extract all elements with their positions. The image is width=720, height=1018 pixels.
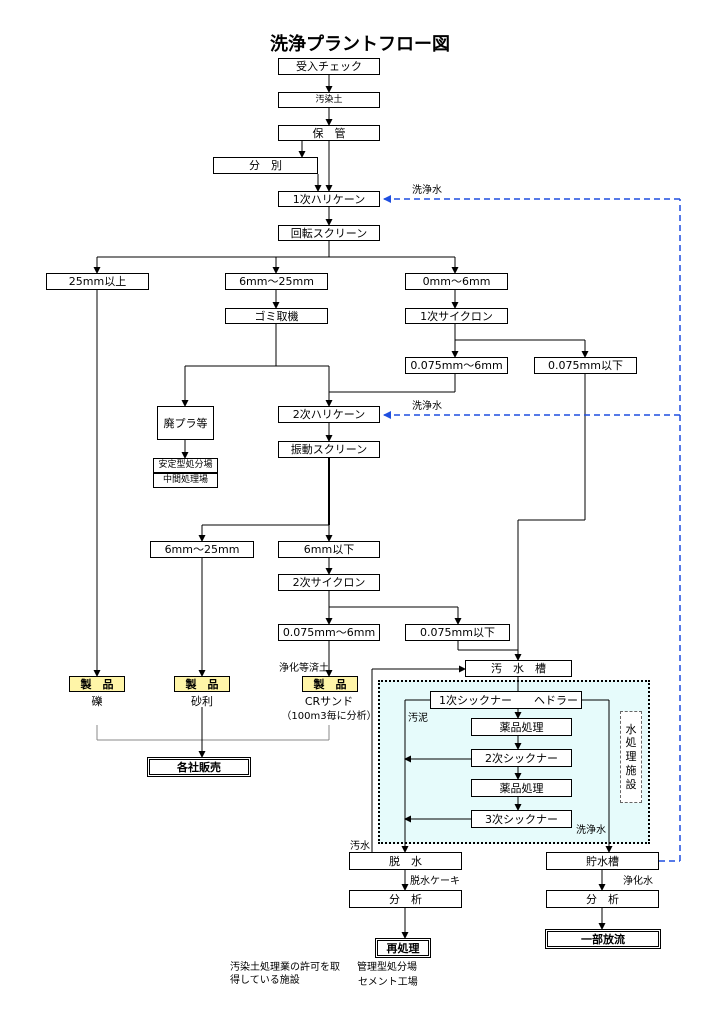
dehydrated-cake-label: 脱水ケーキ xyxy=(410,876,460,887)
chemical-treatment-1-box: 薬品処理 xyxy=(471,718,572,736)
cr-sand-label: CRサンド xyxy=(304,695,354,708)
diagram-title: 洗浄プラントフロー図 xyxy=(270,34,450,55)
under-0075mm-second-box: 0.075mm以下 xyxy=(405,624,510,641)
facility-char: 理 xyxy=(625,750,637,764)
licensed-facility-label-1: 汚染土処理業の許可を取 xyxy=(230,962,340,973)
purified-water-label: 浄化水 xyxy=(623,876,653,887)
facility-char: 設 xyxy=(625,777,637,791)
facility-char: 処 xyxy=(625,736,637,750)
thickener-3-box: 3次シックナー xyxy=(471,810,572,828)
sand-gravel-label: 砂利 xyxy=(191,695,213,708)
acceptance-check-box: 受入チェック xyxy=(278,58,380,75)
waste-plastic-box: 廃プラ等 xyxy=(157,406,214,440)
range-0075-6mm-second-box: 0.075mm〜6mm xyxy=(278,624,380,641)
storage-tank-box: 貯水槽 xyxy=(546,852,659,870)
storage-box: 保 管 xyxy=(278,125,380,141)
cyclone-1-box: 1次サイクロン xyxy=(405,308,508,324)
intermediate-facility-box: 中間処理場 xyxy=(153,473,218,488)
analysis-box-2: 分 析 xyxy=(546,890,659,908)
range-6-25mm-box: 6mm〜25mm xyxy=(225,273,328,290)
analysis-box-1: 分 析 xyxy=(349,890,462,908)
dirty-water-tank-box: 汚 水 槽 xyxy=(465,660,572,677)
rotary-screen-box: 回転スクリーン xyxy=(278,225,380,241)
stable-landfill-box: 安定型処分場 xyxy=(153,458,218,473)
company-sales-box: 各社販売 xyxy=(147,757,251,777)
product-box-cr-sand: 製 品 xyxy=(302,676,358,692)
facility-char: 水 xyxy=(625,722,637,736)
chemical-treatment-2-box: 薬品処理 xyxy=(471,779,572,797)
hurricane-2-box: 2次ハリケーン xyxy=(278,406,380,423)
range-0075-6mm-box: 0.075mm〜6mm xyxy=(405,357,508,374)
purified-soil-label: 浄化等済土 xyxy=(279,663,329,674)
range-0-6mm-box: 0mm〜6mm xyxy=(405,273,508,290)
dust-removal-box: ゴミ取機 xyxy=(225,308,328,324)
analysis-note-label: （100m3毎に分析） xyxy=(281,711,377,722)
managed-landfill-label: 管理型処分場 xyxy=(357,962,417,973)
range-6-25mm-second-box: 6mm〜25mm xyxy=(150,541,254,558)
sorting-box: 分 別 xyxy=(213,157,318,174)
water-treatment-facility-label: 水 処 理 施 設 xyxy=(620,711,642,803)
gravel-label: 礫 xyxy=(91,695,103,708)
partial-discharge-box: 一部放流 xyxy=(545,929,661,949)
under-0075mm-box: 0.075mm以下 xyxy=(534,357,637,374)
licensed-facility-label-2: 得している施設 xyxy=(230,975,300,986)
sludge-label: 汚泥 xyxy=(408,713,428,724)
reprocessing-box: 再処理 xyxy=(375,938,431,958)
cyclone-2-box: 2次サイクロン xyxy=(278,574,380,591)
facility-char: 施 xyxy=(625,763,637,777)
cement-plant-label: セメント工場 xyxy=(358,977,418,988)
hurricane-1-box: 1次ハリケーン xyxy=(278,191,380,207)
product-box-sand-gravel: 製 品 xyxy=(174,676,230,692)
wash-water-label-2: 洗浄水 xyxy=(412,401,442,412)
dehydration-box: 脱 水 xyxy=(349,852,462,870)
thickener-2-box: 2次シックナー xyxy=(471,749,572,767)
product-box-gravel: 製 品 xyxy=(69,676,125,692)
under-6mm-box: 6mm以下 xyxy=(278,541,380,558)
over-25mm-box: 25mm以上 xyxy=(46,273,149,290)
dirty-water-label: 汚水 xyxy=(350,841,370,852)
vibrating-screen-box: 振動スクリーン xyxy=(278,441,380,458)
wash-water-label-3: 洗浄水 xyxy=(576,825,606,836)
wash-water-label-1: 洗浄水 xyxy=(412,185,442,196)
contaminated-soil-box: 汚染土 xyxy=(278,92,380,108)
thickener-1-box: 1次シックナー ヘドラー xyxy=(430,691,582,709)
